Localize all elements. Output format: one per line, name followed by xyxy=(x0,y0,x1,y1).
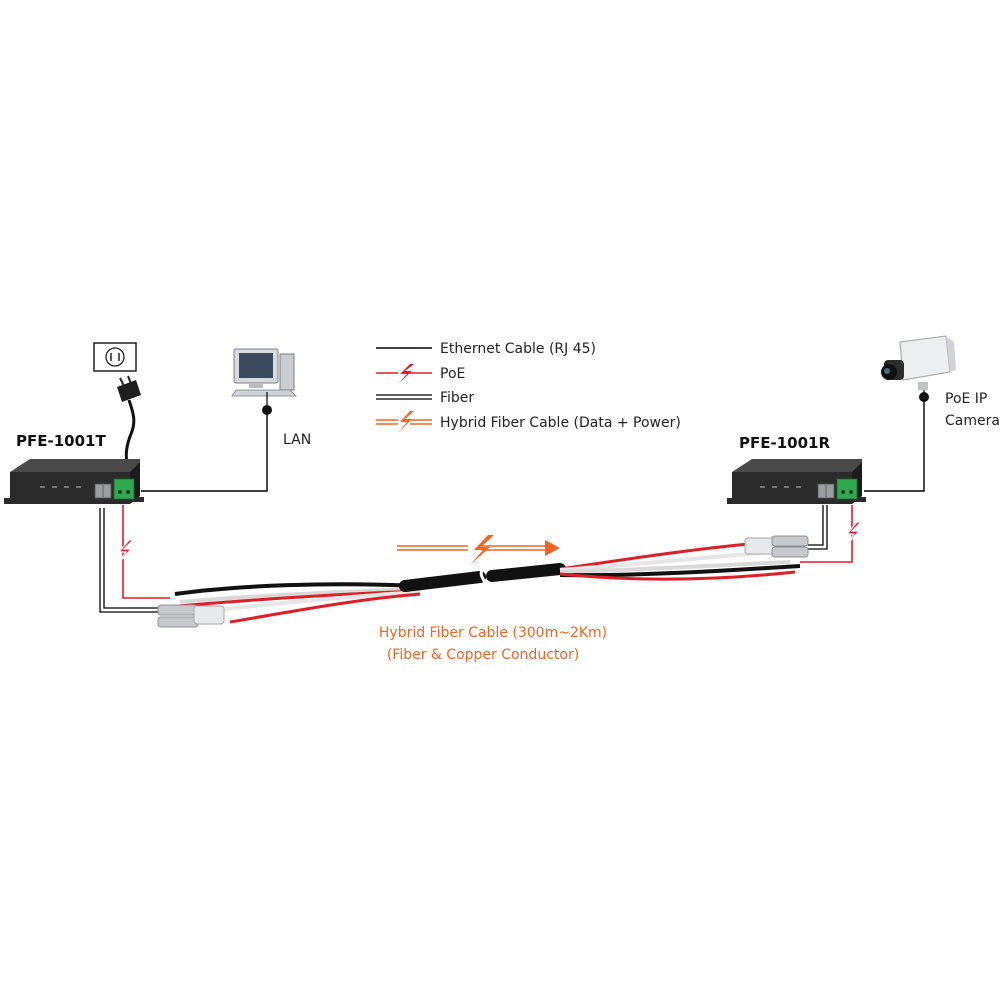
ethernet-link-transmitter xyxy=(141,413,268,492)
camera-label-line2: Camera xyxy=(945,413,1000,429)
receiver-connections xyxy=(800,400,925,563)
transmitter-connections xyxy=(99,413,268,613)
lan-label: LAN xyxy=(283,432,311,448)
legend-fiber-icon xyxy=(376,394,432,400)
transmitter-device xyxy=(4,459,144,504)
fiber-connector-right xyxy=(744,535,809,558)
cable-caption-line2: (Fiber & Copper Conductor) xyxy=(387,647,579,663)
cable-caption-line1: Hybrid Fiber Cable (300m~2Km) xyxy=(379,625,607,641)
legend: Ethernet Cable (RJ 45) PoE Fiber Hybrid … xyxy=(376,341,681,433)
ethernet-link-receiver xyxy=(864,400,925,492)
receiver-power-terminal xyxy=(836,478,858,500)
receiver-label: PFE-1001R xyxy=(739,434,830,452)
ip-camera-icon xyxy=(881,335,956,390)
legend-hybrid-label: Hybrid Fiber Cable (Data + Power) xyxy=(440,415,681,431)
fiber-connector-left xyxy=(157,604,225,628)
fiber-link-transmitter xyxy=(99,508,160,613)
receiver-device xyxy=(727,459,866,504)
legend-hybrid-icon xyxy=(376,411,432,433)
legend-poe-label: PoE xyxy=(440,366,465,382)
poe-bolt-icon-receiver xyxy=(844,521,863,548)
hybrid-direction-arrow xyxy=(397,535,560,565)
legend-ethernet-label: Ethernet Cable (RJ 45) xyxy=(440,341,596,357)
power-outlet-icon xyxy=(93,342,137,372)
poe-bolt-icon-transmitter xyxy=(116,539,135,566)
poe-link-transmitter xyxy=(122,505,170,599)
transmitter-label: PFE-1001T xyxy=(16,432,106,450)
camera-label-line1: PoE IP xyxy=(945,391,987,407)
hybrid-fiber-cable xyxy=(157,535,809,628)
lan-connection-dot xyxy=(262,405,272,415)
transmitter-power-terminal xyxy=(113,478,135,500)
camera-connection-dot xyxy=(919,392,929,402)
legend-poe-icon xyxy=(376,364,432,384)
hybrid-bolt-icon xyxy=(470,535,494,565)
computer-icon xyxy=(231,348,297,397)
legend-fiber-label: Fiber xyxy=(440,390,474,406)
poe-link-receiver xyxy=(800,505,853,563)
fiber-link-transmitter-2 xyxy=(103,508,160,609)
fiber-link-receiver-2 xyxy=(808,505,828,550)
fiber-link-receiver xyxy=(808,505,824,546)
